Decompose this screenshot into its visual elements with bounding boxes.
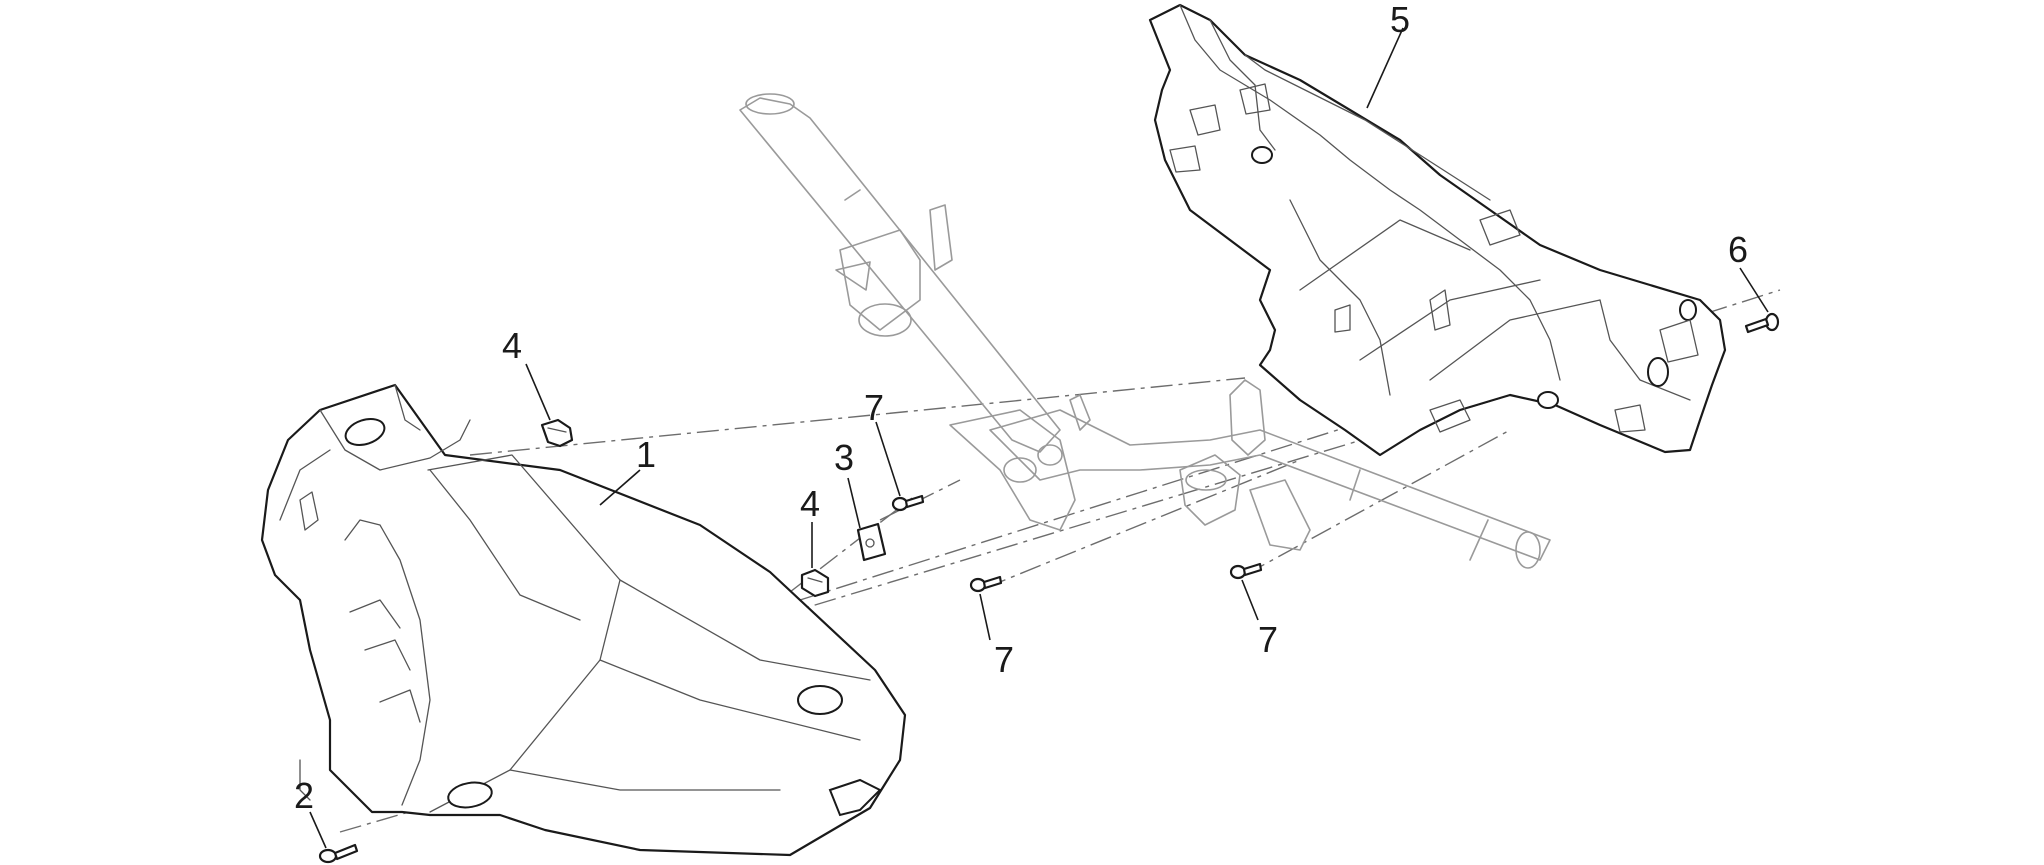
front-handlebar-cover bbox=[260, 383, 907, 857]
callout-7-lower-right: 7 bbox=[1258, 619, 1278, 660]
callout-3: 3 bbox=[834, 437, 854, 478]
callout-7-upper: 7 bbox=[864, 387, 884, 428]
callouts: 1 2 3 4 4 5 6 7 7 7 bbox=[294, 0, 1748, 816]
handlebar-frame bbox=[739, 93, 1551, 569]
callout-2: 2 bbox=[294, 775, 314, 816]
callout-1: 1 bbox=[636, 434, 656, 475]
callout-5: 5 bbox=[1390, 0, 1410, 40]
callout-4-upper: 4 bbox=[502, 325, 522, 366]
callout-7-lower-center: 7 bbox=[994, 639, 1014, 680]
nut-plate bbox=[856, 522, 887, 562]
clip-nut-lower bbox=[800, 568, 830, 598]
leader-lines bbox=[309, 27, 1769, 849]
clip-nut-upper bbox=[540, 418, 574, 448]
callout-6: 6 bbox=[1728, 229, 1748, 270]
screw-lower-left bbox=[318, 843, 359, 864]
screw-lower-right bbox=[1229, 562, 1263, 580]
screw-right bbox=[1744, 312, 1780, 334]
callout-4-lower: 4 bbox=[800, 483, 820, 524]
rear-handlebar-cover bbox=[1148, 3, 1727, 457]
screw-upper-center bbox=[891, 494, 925, 512]
screw-lower-center bbox=[969, 575, 1003, 593]
